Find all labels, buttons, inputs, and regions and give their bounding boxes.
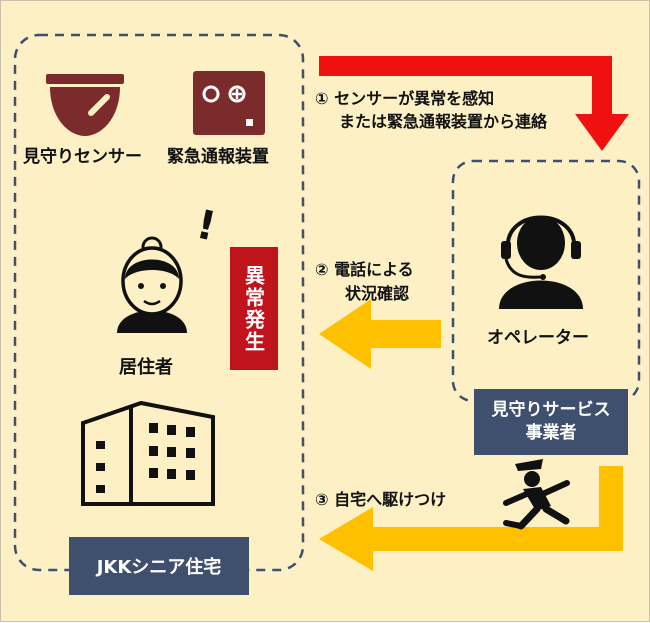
emergency-device-label: 緊急通報装置 xyxy=(167,147,269,167)
yellow-arrow-call xyxy=(319,299,441,369)
resident-label: 居住者 xyxy=(119,357,173,378)
step-2-line-1: ② 電話による xyxy=(315,260,414,279)
step-1-line-1: ① センサーが異常を感知 xyxy=(315,89,495,108)
step-1-line-2: または緊急通報装置から連絡 xyxy=(339,112,548,131)
step-2-line-2: 状況確認 xyxy=(345,284,410,303)
alert-tag: 異常発生 xyxy=(230,247,278,370)
dome-sensor-icon xyxy=(46,74,124,136)
provider-line-1: 見守りサービス xyxy=(491,400,611,421)
service-provider-box: 見守りサービス 事業者 xyxy=(474,389,628,455)
red-arrow xyxy=(319,56,629,151)
running-guard-icon xyxy=(503,459,570,530)
home-boundary xyxy=(13,33,305,572)
emergency-device-icon xyxy=(193,71,265,135)
housing-label-box: JKKシニア住宅 xyxy=(69,537,249,595)
building-icon xyxy=(81,400,215,506)
step-3-label: ③ 自宅へ駆けつけ xyxy=(315,490,447,509)
sensor-label: 見守りセンサー xyxy=(23,147,142,167)
operator-label: オペレーター xyxy=(487,328,589,348)
operator-headset-icon xyxy=(499,215,583,309)
yellow-arrow-dispatch xyxy=(319,466,623,571)
elderly-person-icon xyxy=(117,236,187,333)
provider-line-2: 事業者 xyxy=(525,423,577,443)
